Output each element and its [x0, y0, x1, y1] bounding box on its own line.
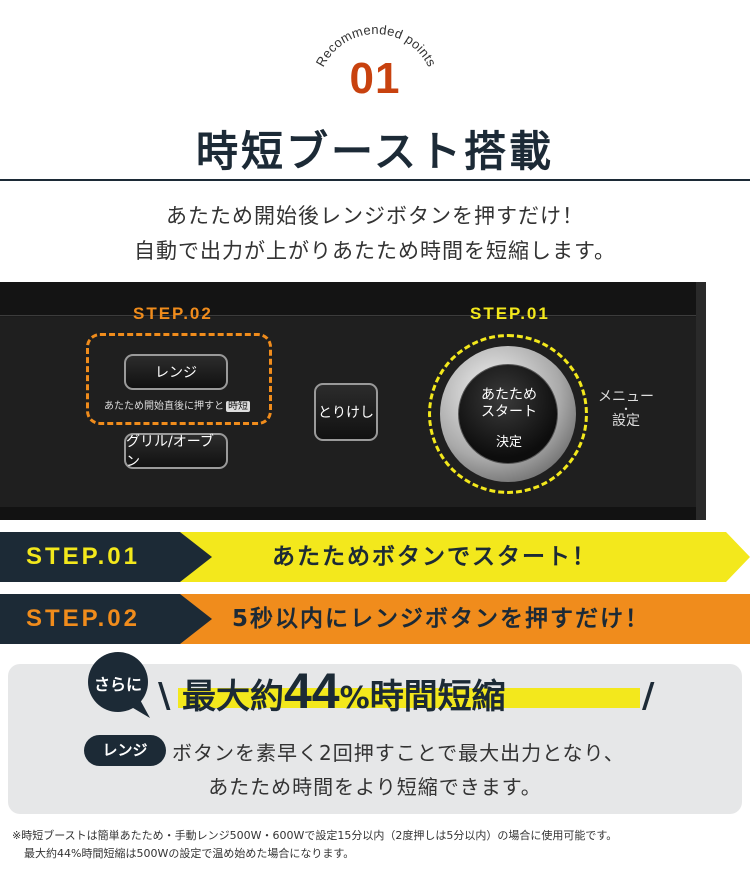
points-number: 01: [349, 54, 401, 103]
range-pill: レンジ: [84, 735, 166, 766]
cancel-button[interactable]: とりけし: [314, 383, 378, 441]
footnote-line-1: ※時短ブーストは簡単あたため・手動レンジ500W・600Wで設定15分以内（2度…: [12, 829, 618, 842]
slash-left: \: [158, 676, 171, 716]
menu-settings-label: メニュー • 設定: [598, 389, 654, 429]
time-save-tag: 時短: [226, 401, 250, 412]
page-title: 時短ブースト搭載: [196, 127, 554, 176]
step-bar-01: STEP.01 あたためボタンでスタート！: [0, 532, 750, 582]
panel-step-01-label: STEP.01: [470, 304, 550, 323]
lead-text-2: 自動で出力が上がりあたため時間を短縮します。: [134, 239, 616, 263]
footnote-line-2: 最大約44%時間短縮は500Wの設定で温め始めた場合になります。: [24, 847, 355, 860]
range-button-note: あたため開始直後に押すと時短: [104, 401, 250, 412]
start-dial-highlight-ring: [428, 334, 588, 494]
sarani-badge: さらに: [93, 675, 142, 694]
lead-text-1: あたため開始後レンジボタンを押すだけ！: [166, 204, 584, 228]
step-02-label: STEP.02: [26, 605, 140, 632]
panel-step-02-label: STEP.02: [133, 304, 213, 323]
recommended-points-arc: Recommended points: [313, 22, 440, 69]
grill-oven-button[interactable]: グリル/オーブン: [124, 433, 228, 470]
range-button[interactable]: レンジ: [124, 354, 228, 390]
step-01-label: STEP.01: [26, 543, 140, 570]
highlight-description-1: ボタンを素早く2回押すことで最大出力となり、: [172, 741, 625, 765]
range-highlight-box: [86, 333, 272, 425]
step-bar-02: STEP.02 5秒以内にレンジボタンを押すだけ！: [0, 594, 750, 644]
title-divider: [0, 179, 750, 181]
highlight-description-2: あたため時間をより短縮できます。: [208, 775, 542, 799]
time-saving-claim: 最大約44%時間短縮: [182, 663, 506, 719]
claim-underline-marker: [178, 688, 640, 708]
start-dial-button[interactable]: あたため スタート 決定: [458, 364, 558, 464]
sarani-speech-bubble-icon: [88, 652, 150, 718]
step-01-message: あたためボタンでスタート！: [272, 544, 597, 570]
slash-right: /: [642, 676, 655, 716]
step-02-message: 5秒以内にレンジボタンを押すだけ！: [232, 606, 651, 632]
